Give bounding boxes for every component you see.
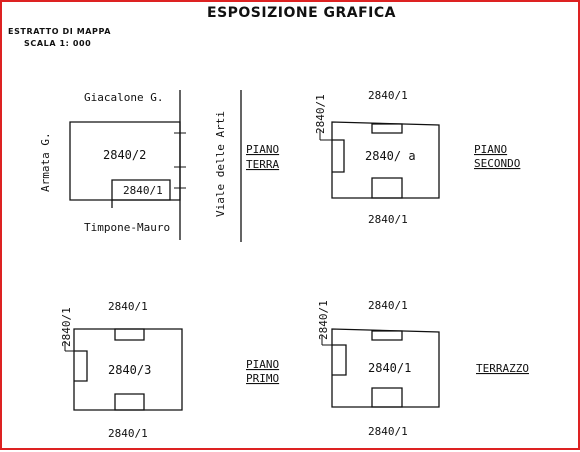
terrazzo-center: 2840/1: [368, 361, 411, 375]
cadastral-map: Giacalone G. Armata G. Timpone-Mauro 284…: [39, 90, 242, 242]
south-neighbor-label: Timpone-Mauro: [84, 221, 170, 234]
piano-primo-line1: PIANO: [246, 358, 279, 371]
parcel-small-label: 2840/1: [123, 184, 163, 197]
document-title: ESPOSIZIONE GRAFICA: [207, 5, 396, 21]
plan-piano-primo: 2840/3 2840/1 2840/1 2840/1: [60, 300, 183, 440]
piano-secondo-center: 2840/ a: [365, 149, 416, 163]
terrazzo-left: 2840/1: [317, 300, 330, 340]
piano-secondo-left: 2840/1: [314, 94, 327, 134]
piano-secondo-bottom: 2840/1: [368, 213, 408, 226]
piano-primo-center: 2840/3: [108, 363, 151, 377]
scala-label: SCALA 1: 000: [24, 39, 91, 48]
terrazzo-label: TERRAZZO: [476, 362, 529, 375]
north-neighbor-label: Giacalone G.: [84, 91, 163, 104]
piano-secondo-line2: SECONDO: [474, 157, 520, 170]
plan-piano-secondo: 2840/ a 2840/1 2840/1 2840/1: [314, 89, 440, 226]
piano-primo-top: 2840/1: [108, 300, 148, 313]
piano-secondo-line1: PIANO: [474, 143, 507, 156]
plan-terrazzo: 2840/1 2840/1 2840/1 2840/1: [317, 299, 440, 438]
piano-primo-left: 2840/1: [60, 307, 73, 347]
piano-primo-line2: PRIMO: [246, 372, 279, 385]
parcel-main-label: 2840/2: [103, 148, 146, 162]
piano-primo-bottom: 2840/1: [108, 427, 148, 440]
piano-secondo-top: 2840/1: [368, 89, 408, 102]
piano-terra-line1: PIANO: [246, 143, 279, 156]
piano-terra-line2: TERRA: [246, 158, 279, 171]
terrazzo-top: 2840/1: [368, 299, 408, 312]
terrazzo-bottom: 2840/1: [368, 425, 408, 438]
estratto-label: ESTRATTO DI MAPPA: [8, 27, 111, 36]
street-label: Viale delle Arti: [214, 111, 227, 217]
west-neighbor-label: Armata G.: [39, 132, 52, 192]
